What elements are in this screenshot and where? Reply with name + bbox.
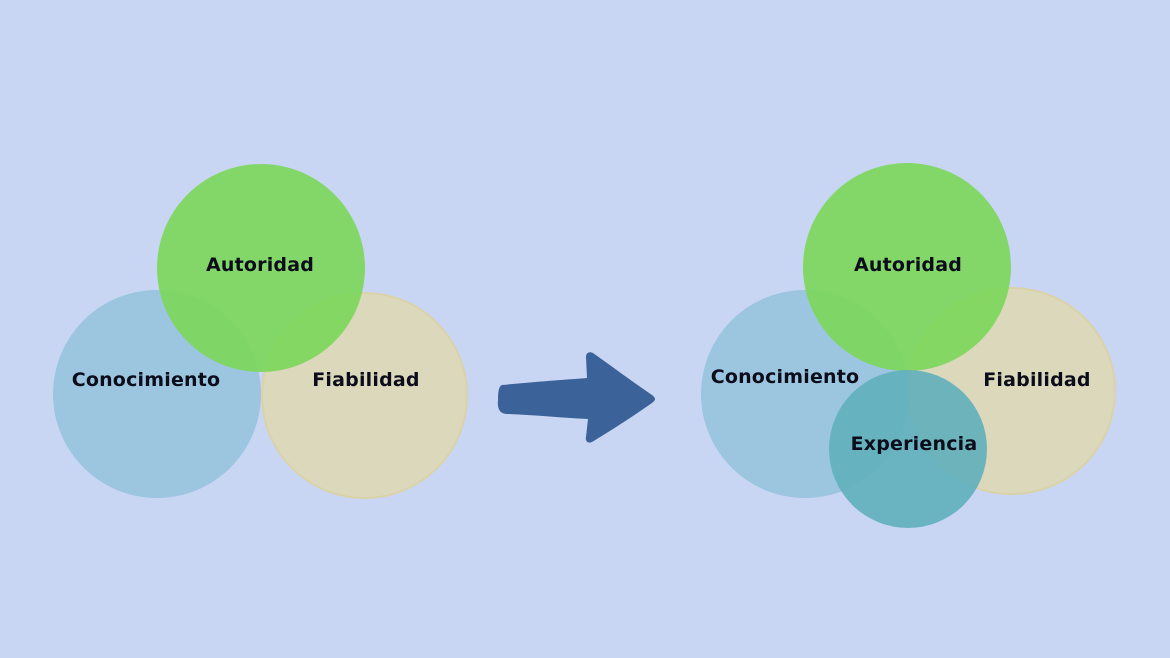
label-reliability: Fiabilidad [312,369,420,391]
label-knowledge: Conocimiento [710,366,860,388]
circle-authority [157,164,365,372]
diagram-before: Autoridad Conocimiento Fiabilidad [0,0,480,658]
circle-authority [803,163,1011,371]
label-reliability: Fiabilidad [983,369,1091,391]
label-authority: Autoridad [853,254,963,276]
label-knowledge: Conocimiento [71,369,221,391]
arrow-shape [497,352,655,443]
circle-experience [829,370,987,528]
diagram-after: Autoridad Conocimiento Fiabilidad Experi… [648,0,1128,658]
label-experience: Experiencia [850,433,978,455]
right-arrow-icon [497,352,655,443]
label-authority: Autoridad [205,254,315,276]
